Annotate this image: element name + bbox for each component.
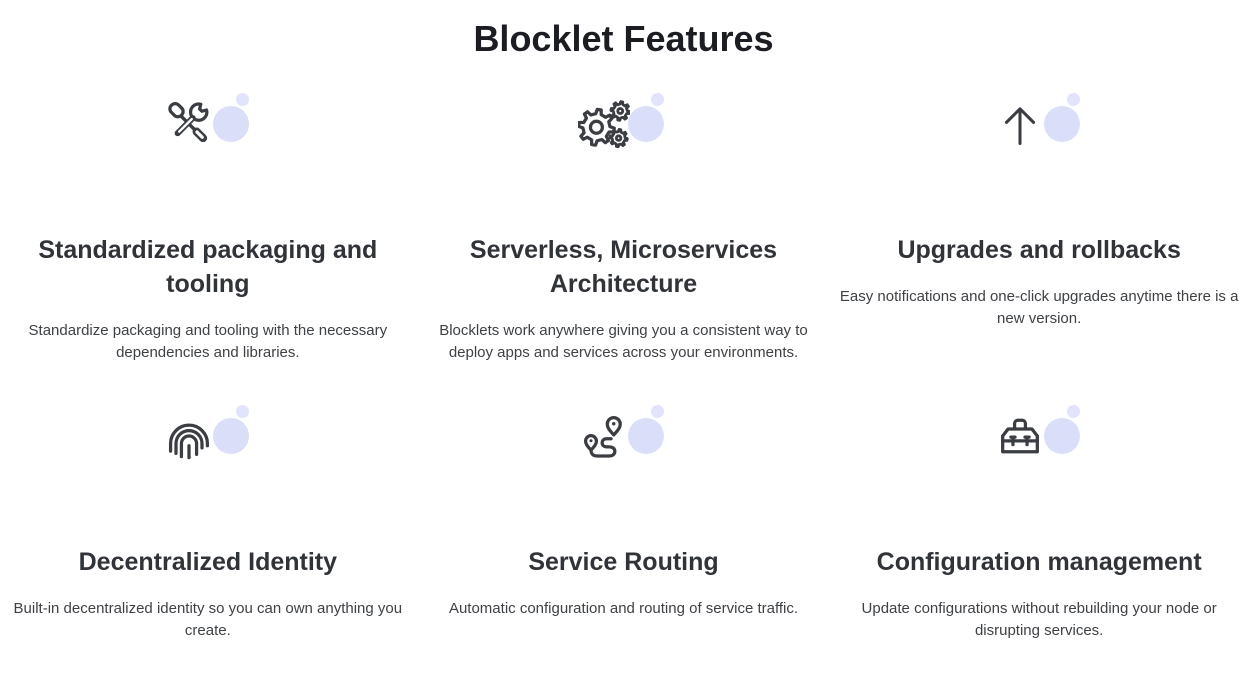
feature-title: Upgrades and rollbacks xyxy=(897,236,1181,264)
feature-description: Easy notifications and one-click upgrade… xyxy=(839,288,1239,327)
feature-card-identity: Decentralized Identity Built-in decentra… xyxy=(0,402,416,642)
accent-circle xyxy=(1044,418,1081,454)
feature-description: Automatic configuration and routing of s… xyxy=(448,600,799,617)
features-grid: Standardized packaging and tooling Stand… xyxy=(0,90,1247,642)
accent-dot xyxy=(1067,93,1081,106)
feature-title: Standardized packaging and tooling xyxy=(38,236,378,298)
accent-circle xyxy=(1044,106,1081,142)
feature-card-upgrades: Upgrades and rollbacks Easy notification… xyxy=(831,90,1247,364)
accent-circle xyxy=(212,106,249,142)
accent-dot xyxy=(1067,405,1081,418)
feature-title: Configuration management xyxy=(876,548,1202,576)
feature-title: Service Routing xyxy=(528,548,719,576)
feature-card-serverless: Serverless, Microservices Architecture B… xyxy=(416,90,832,364)
feature-icon xyxy=(987,90,1091,160)
feature-description: Built-in decentralized identity so you c… xyxy=(13,600,403,639)
accent-circle xyxy=(212,418,249,454)
feature-description: Standardize packaging and tooling with t… xyxy=(28,322,388,361)
feature-icon xyxy=(156,90,260,160)
accent-dot xyxy=(651,93,665,106)
feature-title: Serverless, Microservices Architecture xyxy=(469,236,778,298)
feature-title: Decentralized Identity xyxy=(78,548,338,576)
accent-circle xyxy=(628,418,665,454)
accent-circle xyxy=(628,106,665,142)
feature-icon xyxy=(571,402,675,472)
toolbox-icon xyxy=(1001,418,1040,454)
feature-card-packaging: Standardized packaging and tooling Stand… xyxy=(0,90,416,364)
page-title: Blocklet Features xyxy=(473,18,774,59)
feature-description: Blocklets work anywhere giving you a con… xyxy=(439,322,808,361)
feature-card-configuration: Configuration management Update configur… xyxy=(831,402,1247,642)
accent-dot xyxy=(651,405,665,418)
feature-icon xyxy=(987,402,1091,472)
tools-icon xyxy=(168,101,209,143)
accent-dot xyxy=(235,405,249,418)
feature-card-routing: Service Routing Automatic configuration … xyxy=(416,402,832,642)
fingerprint-icon xyxy=(168,423,209,460)
feature-icon xyxy=(571,90,675,160)
route-icon xyxy=(584,415,623,458)
feature-icon xyxy=(156,402,260,472)
accent-dot xyxy=(235,93,249,106)
feature-description: Update configurations without rebuilding… xyxy=(861,600,1217,639)
up-arrow-icon xyxy=(1005,107,1036,146)
gears-icon xyxy=(578,100,631,149)
